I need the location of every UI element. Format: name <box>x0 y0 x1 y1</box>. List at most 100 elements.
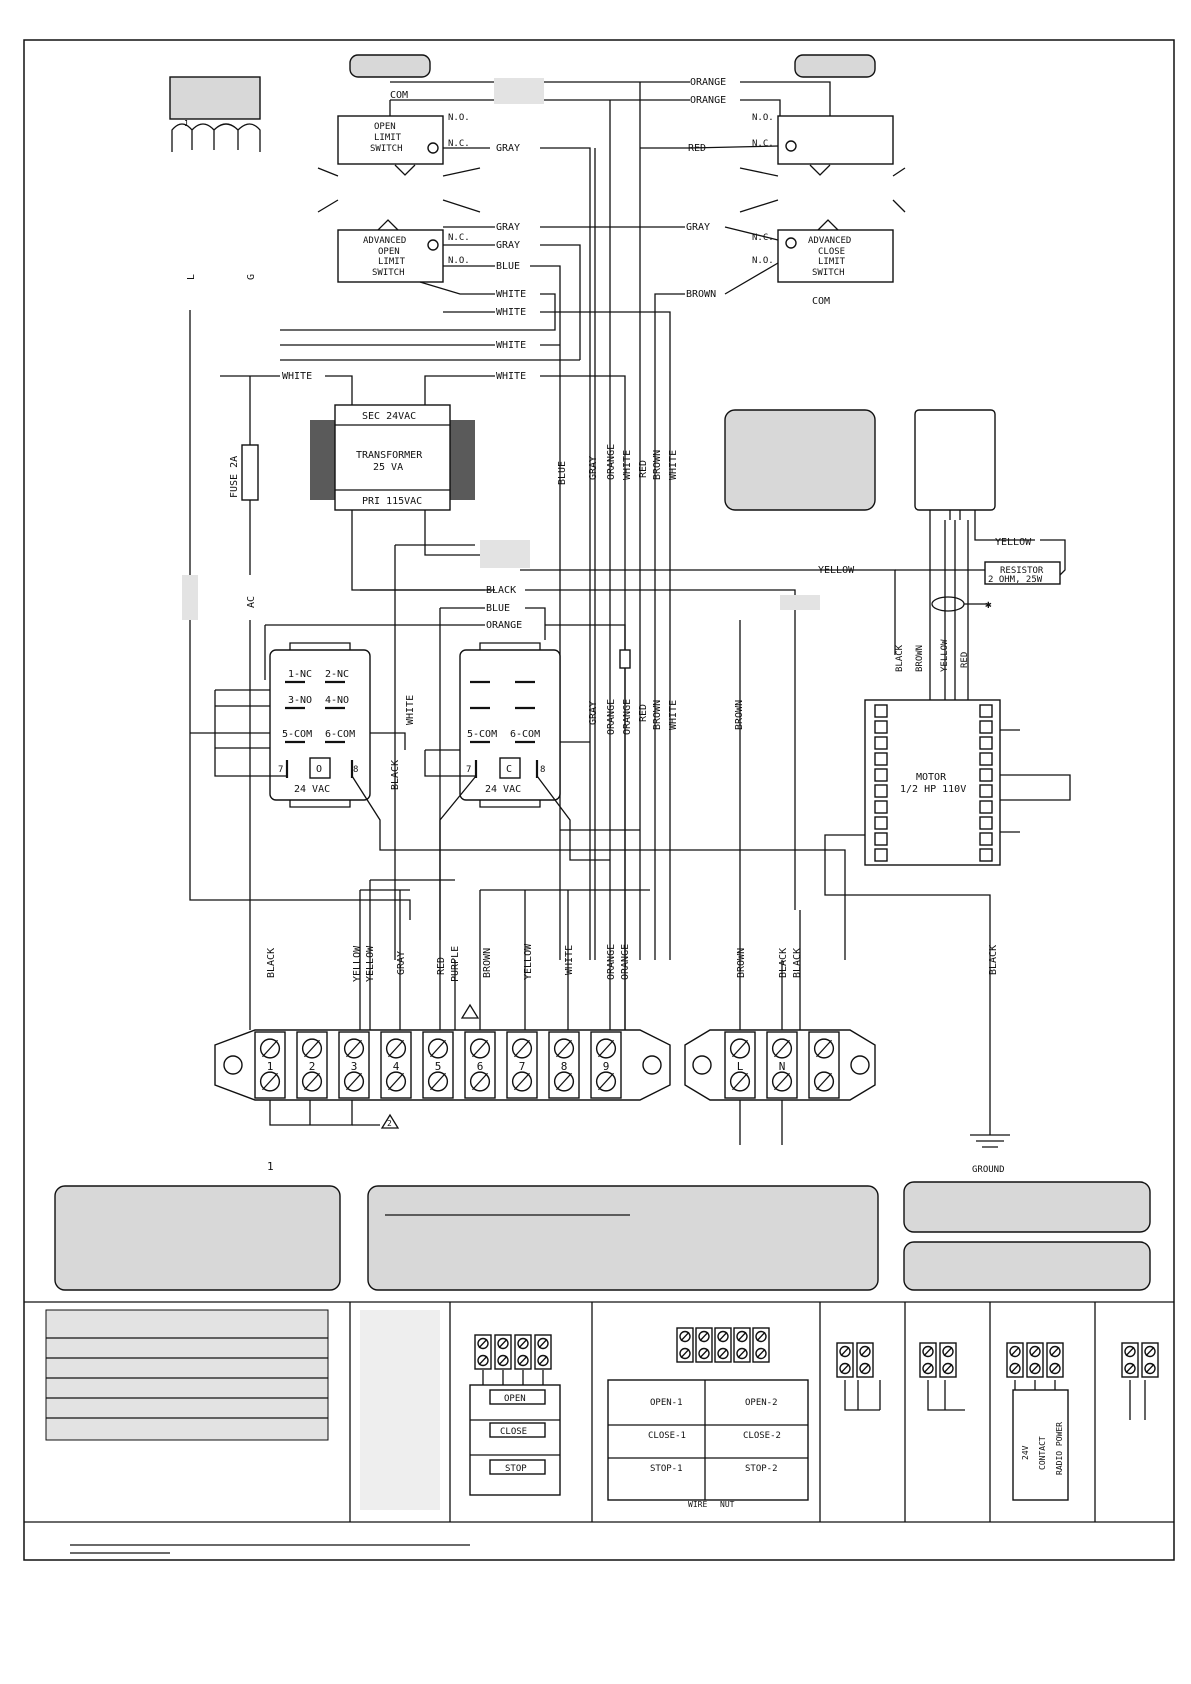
svg-text:C: C <box>506 764 512 775</box>
svg-text:O: O <box>316 764 322 775</box>
screw-slot <box>514 1072 530 1091</box>
resistor <box>984 561 1061 585</box>
svg-text:N.C.: N.C. <box>448 233 470 243</box>
svg-text:6-COM: 6-COM <box>510 729 540 740</box>
screw-slot <box>472 1039 488 1058</box>
svg-text:7: 7 <box>278 765 283 775</box>
screw-slot <box>699 1331 709 1342</box>
svg-text:✱: ✱ <box>985 598 992 611</box>
svg-text:PRI 115VAC: PRI 115VAC <box>362 496 422 507</box>
screw-slot <box>304 1072 320 1091</box>
screw-slot <box>598 1072 614 1091</box>
motor-cell <box>874 768 888 782</box>
screw-slot <box>774 1072 790 1091</box>
svg-text:N.O.: N.O. <box>448 256 470 266</box>
svg-text:1-NC: 1-NC <box>288 669 312 680</box>
terminal-number: 3 <box>351 1060 358 1073</box>
screw-slot <box>1010 1363 1020 1374</box>
svg-text:WHITE: WHITE <box>496 340 526 351</box>
svg-text:WHITE: WHITE <box>668 450 679 480</box>
svg-text:L: L <box>186 274 197 280</box>
screw-slot <box>732 1039 748 1058</box>
svg-text:BROWN: BROWN <box>652 700 663 730</box>
screw-slot <box>598 1039 614 1058</box>
screw-slot <box>1010 1346 1020 1357</box>
svg-text:ADVANCED: ADVANCED <box>363 236 406 246</box>
svg-text:ORANGE: ORANGE <box>606 699 617 735</box>
screw-slot <box>1125 1363 1135 1374</box>
svg-text:WHITE: WHITE <box>496 289 526 300</box>
svg-text:RED: RED <box>638 704 649 722</box>
screw-slot <box>346 1039 362 1058</box>
screw-slot <box>478 1338 488 1349</box>
svg-text:ORANGE: ORANGE <box>690 95 726 106</box>
svg-text:N.O.: N.O. <box>752 113 774 123</box>
screw-slot <box>556 1039 572 1058</box>
motor-cell <box>874 800 888 814</box>
svg-text:OPEN: OPEN <box>504 1394 526 1404</box>
motor-cell <box>874 816 888 830</box>
svg-text:WHITE: WHITE <box>282 371 312 382</box>
svg-text:4-NO: 4-NO <box>325 695 349 706</box>
svg-text:LIMIT: LIMIT <box>378 257 406 267</box>
svg-text:25 VA: 25 VA <box>373 462 403 473</box>
svg-text:1: 1 <box>267 1160 274 1173</box>
svg-text:OPEN-2: OPEN-2 <box>745 1398 778 1408</box>
screw-slot <box>816 1039 832 1058</box>
svg-text:RESISTOR: RESISTOR <box>1000 566 1044 576</box>
motor-cell <box>874 752 888 766</box>
ground-label: GROUND <box>972 1165 1005 1175</box>
screw-slot <box>388 1072 404 1091</box>
svg-text:OPEN: OPEN <box>374 122 396 132</box>
svg-text:BLACK: BLACK <box>988 945 999 975</box>
screw-slot <box>860 1346 870 1357</box>
svg-text:ORANGE: ORANGE <box>622 699 633 735</box>
screw-slot <box>1145 1346 1155 1357</box>
screw-slot <box>840 1363 850 1374</box>
svg-text:5-COM: 5-COM <box>467 729 497 740</box>
svg-text:BROWN: BROWN <box>482 948 493 978</box>
screw-slot <box>718 1331 728 1342</box>
svg-text:STOP-2: STOP-2 <box>745 1464 778 1474</box>
open-limit-com: COM <box>390 90 408 101</box>
terminal-label: N <box>779 1060 786 1073</box>
terminal-number: 9 <box>603 1060 610 1073</box>
terminal-number: 5 <box>435 1060 442 1073</box>
screw-slot <box>1030 1363 1040 1374</box>
svg-text:SWITCH: SWITCH <box>372 268 405 278</box>
svg-text:BROWN: BROWN <box>686 289 716 300</box>
svg-text:GRAY: GRAY <box>496 222 520 233</box>
black-vertical-label: BLACK <box>390 760 401 790</box>
white-vertical-label: WHITE <box>405 695 416 725</box>
svg-text:LIMIT: LIMIT <box>818 257 846 267</box>
svg-text:WHITE: WHITE <box>622 450 633 480</box>
svg-text:NUT: NUT <box>720 1500 735 1509</box>
svg-text:TRANSFORMER: TRANSFORMER <box>356 450 423 461</box>
motor-cell <box>874 848 888 862</box>
svg-text:24 VAC: 24 VAC <box>294 784 330 795</box>
svg-text:BLACK: BLACK <box>895 644 905 672</box>
svg-text:3-NO: 3-NO <box>288 695 312 706</box>
svg-text:SWITCH: SWITCH <box>370 144 403 154</box>
motor-cell <box>874 736 888 750</box>
svg-text:CLOSE-2: CLOSE-2 <box>743 1431 781 1441</box>
svg-text:YELLOW: YELLOW <box>523 943 534 980</box>
svg-text:STOP-1: STOP-1 <box>650 1464 683 1474</box>
svg-text:ADVANCED: ADVANCED <box>808 236 851 246</box>
screw-slot <box>346 1072 362 1091</box>
close-limit-switch: N.O. N.C. <box>752 100 894 176</box>
screw-slot <box>1030 1346 1040 1357</box>
motor-cell <box>979 848 993 862</box>
dual-station: OPEN-1 CLOSE-1 STOP-1 OPEN-2 CLOSE-2 STO… <box>607 1327 809 1509</box>
svg-text:OPEN-1: OPEN-1 <box>650 1398 683 1408</box>
svg-text:GRAY: GRAY <box>588 701 599 725</box>
motor-cell <box>979 736 993 750</box>
gate-arm-right <box>739 167 906 213</box>
screw-slot <box>388 1039 404 1058</box>
svg-text:ORANGE: ORANGE <box>606 444 617 480</box>
motor-cell <box>979 784 993 798</box>
screw-slot <box>1125 1346 1135 1357</box>
svg-text:N.C.: N.C. <box>752 139 774 149</box>
screw-slot <box>680 1331 690 1342</box>
advanced-close-limit-switch: ADVANCED CLOSE LIMIT SWITCH N.C. N.O. CO… <box>752 219 894 307</box>
